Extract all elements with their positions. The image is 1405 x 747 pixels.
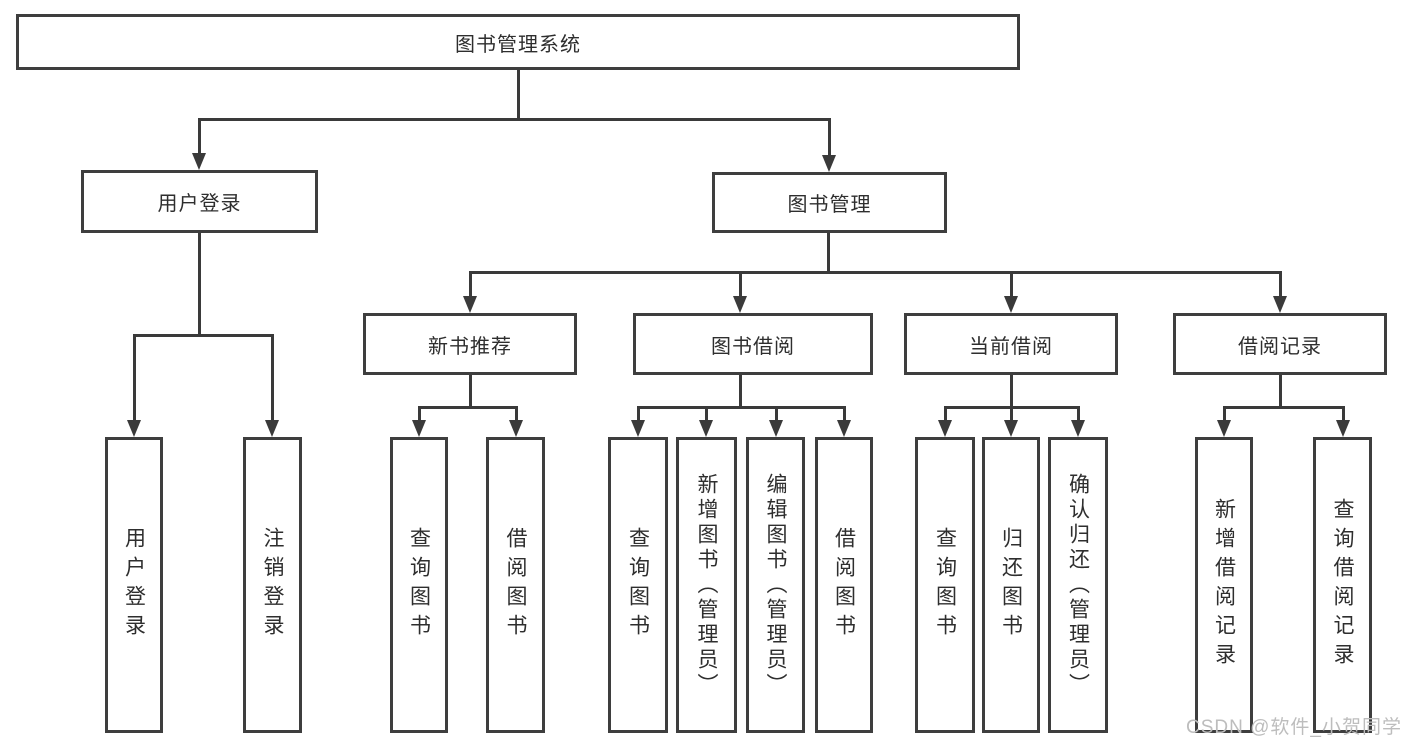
arrowhead-icon (265, 420, 279, 437)
arrowhead-icon (769, 420, 783, 437)
leaf-logout: 注销登录 (243, 437, 302, 733)
connector-line (197, 233, 201, 335)
leaf-query-books-3: 查询图书 (915, 437, 975, 733)
node-user-login: 用户登录 (81, 170, 318, 233)
leaf-label: 用户登录 (122, 527, 146, 643)
leaf-label: 归还图书 (999, 527, 1023, 643)
leaf-borrow-books-2: 借阅图书 (815, 437, 873, 733)
node-label: 借阅记录 (1238, 335, 1322, 358)
leaf-query-books-2: 查询图书 (608, 437, 668, 733)
connector-line (197, 117, 831, 121)
leaf-query-books-1: 查询图书 (390, 437, 448, 733)
arrowhead-icon (1004, 420, 1018, 437)
node-label: 用户登录 (157, 193, 242, 215)
connector-line (826, 233, 830, 272)
connector-line (132, 333, 274, 337)
arrowhead-icon (822, 155, 836, 172)
leaf-add-borrow-record: 新增借阅记录 (1195, 437, 1253, 733)
connector-line (1222, 407, 1226, 421)
node-label: 图书管理 (787, 194, 872, 216)
arrowhead-icon (1217, 420, 1231, 437)
node-label: 新书推荐 (428, 335, 512, 358)
node-book-management: 图书管理 (712, 172, 947, 233)
node-new-book-recommendation: 新书推荐 (363, 313, 577, 375)
connector-line (1009, 407, 1013, 421)
arrowhead-icon (837, 420, 851, 437)
connector-line (1278, 375, 1282, 407)
leaf-label: 注销登录 (261, 527, 284, 643)
arrowhead-icon (699, 420, 713, 437)
node-book-borrowing: 图书借阅 (633, 313, 873, 375)
arrowhead-icon (463, 296, 477, 313)
connector-line (1076, 407, 1080, 421)
node-current-borrowing: 当前借阅 (904, 313, 1118, 375)
arrowhead-icon (127, 420, 141, 437)
arrowhead-icon (1336, 420, 1350, 437)
leaf-confirm-return-admin: 确认归还（管理员） (1048, 437, 1108, 733)
leaf-label: 查询图书 (407, 527, 431, 643)
connector-line (468, 375, 472, 407)
arrowhead-icon (1273, 296, 1287, 313)
arrowhead-icon (631, 420, 645, 437)
node-library-management-system: 图书管理系统 (16, 14, 1020, 70)
arrowhead-icon (1004, 296, 1018, 313)
connector-line (842, 407, 846, 421)
leaf-label: 新增图书（管理员） (695, 472, 718, 698)
connector-line (132, 335, 136, 421)
connector-line (1009, 272, 1013, 297)
arrowhead-icon (1071, 420, 1085, 437)
leaf-label: 查询图书 (626, 527, 650, 643)
arrowhead-icon (509, 420, 523, 437)
leaf-label: 编辑图书（管理员） (764, 472, 787, 698)
leaf-label: 查询图书 (933, 527, 957, 643)
node-label: 当前借阅 (969, 335, 1053, 358)
connector-line (943, 407, 947, 421)
leaf-label: 借阅图书 (504, 527, 527, 643)
leaf-user-login: 用户登录 (105, 437, 163, 733)
connector-line (636, 407, 640, 421)
node-label: 图书借阅 (711, 335, 795, 358)
connector-line (417, 407, 421, 421)
leaf-add-book-admin: 新增图书（管理员） (676, 437, 737, 733)
arrowhead-icon (938, 420, 952, 437)
connector-line (738, 375, 742, 407)
connector-line (636, 405, 846, 409)
connector-line (1341, 407, 1345, 421)
leaf-edit-book-admin: 编辑图书（管理员） (746, 437, 805, 733)
leaf-query-borrow-record: 查询借阅记录 (1313, 437, 1372, 733)
connector-line (468, 270, 1282, 274)
connector-line (1278, 272, 1282, 297)
arrowhead-icon (412, 420, 426, 437)
connector-line (738, 272, 742, 297)
watermark: CSDN @软件_小贺同学 (1186, 717, 1402, 738)
connector-line (516, 70, 520, 119)
connector-line (704, 407, 708, 421)
leaf-return-books: 归还图书 (982, 437, 1040, 733)
connector-line (827, 119, 831, 156)
connector-line (270, 335, 274, 421)
leaf-label: 借阅图书 (832, 527, 856, 643)
node-label: 图书管理系统 (455, 33, 581, 56)
connector-line (197, 119, 201, 154)
leaf-borrow-books-1: 借阅图书 (486, 437, 545, 733)
connector-line (774, 407, 778, 421)
connector-line (468, 272, 472, 297)
leaf-label: 新增借阅记录 (1212, 498, 1236, 672)
arrowhead-icon (733, 296, 747, 313)
connector-line (1009, 375, 1013, 407)
leaf-label: 确认归还（管理员） (1066, 472, 1090, 698)
connector-line (417, 405, 518, 409)
leaf-label: 查询借阅记录 (1331, 498, 1354, 672)
connector-line (514, 407, 518, 421)
arrowhead-icon (192, 153, 206, 170)
node-borrowing-records: 借阅记录 (1173, 313, 1387, 375)
connector-line (1222, 405, 1345, 409)
